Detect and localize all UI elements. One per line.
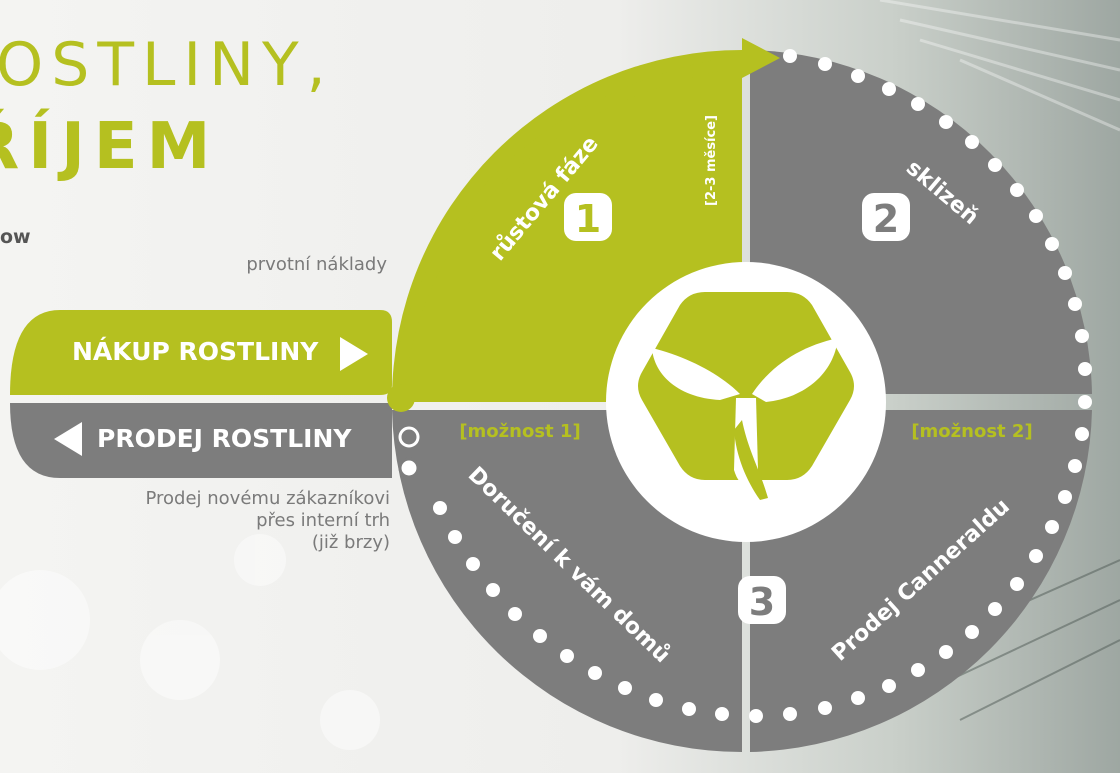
growth-arrow-head	[742, 38, 780, 78]
phase-number-2-badge: 2	[862, 193, 910, 241]
option-1-tag: [možnost 1]	[459, 421, 580, 442]
headline-line-1: OSTLINY,	[0, 30, 334, 100]
buy-node	[387, 384, 415, 412]
internal-sale-note-line-3: (již brzy)	[311, 532, 390, 553]
internal-sale-note-line-1: Prodej novému zákazníkovi	[145, 488, 390, 509]
arrow-right-icon	[340, 337, 368, 371]
dotted-ring	[433, 49, 1092, 723]
phase-number-3: 3	[749, 580, 775, 624]
internal-sale-note-line-2: přes interní trh	[256, 510, 390, 531]
sell-bar	[10, 403, 392, 478]
phase-number-3-badge: 3	[738, 576, 786, 624]
phase-number-1: 1	[575, 197, 601, 241]
option-2-tag: [možnost 2]	[911, 421, 1032, 442]
subtitle-fragment: ow	[0, 226, 31, 248]
headline-line-2: ŘÍJEM	[0, 110, 220, 184]
sell-node-2	[398, 457, 420, 479]
growth-duration-label: [2-3 měsíce]	[704, 115, 719, 206]
arrow-left-icon	[54, 422, 82, 456]
internal-sale-note: Prodej novému zákazníkovi přes interní t…	[60, 488, 390, 554]
growth-arrow	[392, 52, 761, 397]
buy-bar	[10, 310, 392, 395]
phase-number-1-badge: 1	[564, 193, 612, 241]
sell-plant-label: PRODEJ ROSTLINY	[97, 424, 352, 453]
phase-number-2: 2	[873, 197, 899, 241]
initial-costs-note: prvotní náklady	[246, 254, 387, 275]
plant-sprout-hexagon-icon	[638, 292, 854, 500]
sell-node	[398, 426, 420, 448]
buy-plant-label: NÁKUP ROSTLINY	[72, 337, 319, 366]
